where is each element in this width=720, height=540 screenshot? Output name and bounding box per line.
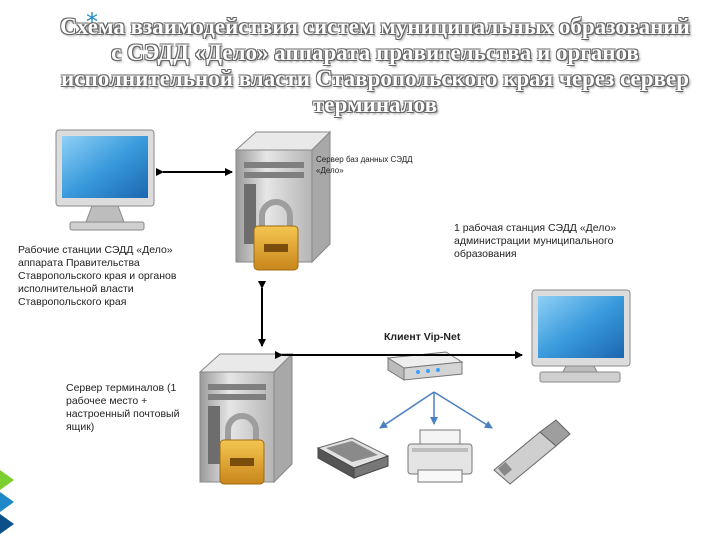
connector-arrows <box>156 168 523 359</box>
monitor-icon <box>531 289 631 383</box>
workstations-label: Рабочие станции СЭДД «Дело» аппарата Пра… <box>18 244 177 308</box>
router-icon <box>386 351 464 381</box>
vipnet-client-label: Клиент Vip-Net <box>384 331 461 343</box>
padlock-icon <box>219 413 265 485</box>
db-server-label: Сервер баз данных СЭДД «Дело» <box>316 155 413 175</box>
printer-icon <box>407 429 473 483</box>
terminal-server-label: Сервер терминалов (1 рабочее место + нас… <box>66 382 180 433</box>
monitor-icon <box>55 129 155 231</box>
usb-drive-icon <box>493 419 571 485</box>
device-arrows <box>379 391 493 429</box>
padlock-icon <box>253 199 299 271</box>
page-title: Схема взаимодействия систем муниципальны… <box>60 14 690 117</box>
scanner-icon <box>316 437 390 479</box>
title-bullet: * <box>86 8 98 36</box>
municipal-station-label: 1 рабочая станция СЭДД «Дело» администра… <box>454 222 617 260</box>
